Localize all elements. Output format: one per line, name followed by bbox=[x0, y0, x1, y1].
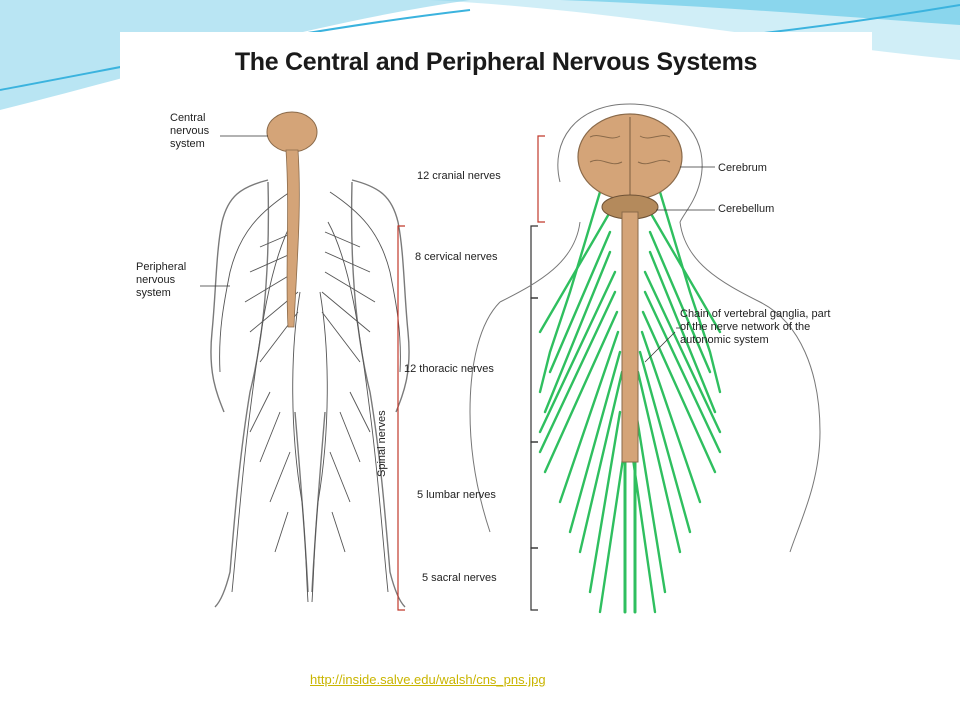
ganglia-label: Chain of vertebral ganglia, part of the … bbox=[680, 308, 831, 346]
figure-title: The Central and Peripheral Nervous Syste… bbox=[234, 48, 758, 76]
segment-brackets bbox=[397, 135, 545, 611]
pns-label: Peripheral nervous system bbox=[136, 261, 187, 299]
body-outline-right bbox=[469, 103, 821, 553]
cns-label: Central nervous system bbox=[170, 112, 210, 150]
source-link[interactable]: http://inside.salve.edu/walsh/cns_pns.jp… bbox=[310, 672, 546, 687]
brain-left bbox=[266, 111, 318, 153]
spinal-nerves-label: Spinal nerves bbox=[376, 410, 388, 477]
cervical-nerves-label: 8 cervical nerves bbox=[415, 251, 498, 263]
peripheral-nerves-left bbox=[219, 191, 401, 603]
cranial-nerves-label: 12 cranial nerves bbox=[417, 170, 501, 182]
figure-art bbox=[200, 103, 821, 614]
lumbar-nerves-label: 5 lumbar nerves bbox=[417, 489, 496, 501]
spinal-cord-left bbox=[285, 149, 300, 328]
nervous-system-figure: The Central and Peripheral Nervous Syste… bbox=[120, 32, 872, 624]
body-outline-left bbox=[210, 179, 410, 608]
cerebellum-label: Cerebellum bbox=[718, 203, 775, 215]
thoracic-nerves-label: 12 thoracic nerves bbox=[404, 363, 494, 375]
cerebrum-label: Cerebrum bbox=[718, 162, 767, 174]
sacral-nerves-label: 5 sacral nerves bbox=[422, 572, 497, 584]
spinal-cord-right bbox=[621, 211, 639, 463]
